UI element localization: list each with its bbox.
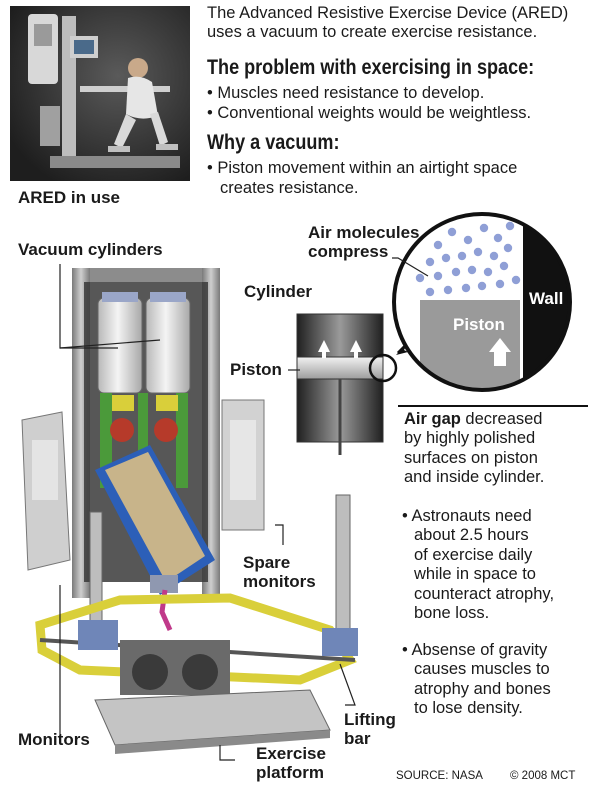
air-molecule <box>483 267 493 277</box>
label-air-molecules: Air molecules compress <box>308 223 420 262</box>
ared-photo-illustration <box>10 6 190 181</box>
air-molecule <box>511 275 521 285</box>
air-molecule <box>489 251 499 261</box>
fact-astronauts: • Astronauts need about 2.5 hours of exe… <box>402 507 555 623</box>
air-molecule <box>443 285 453 295</box>
device-base <box>35 494 358 695</box>
label-piston-detail: Piston <box>453 315 505 334</box>
monitor-left <box>21 411 71 571</box>
problem-heading: The problem with exercising in space: <box>207 56 535 79</box>
vacuum-heading: Why a vacuum: <box>207 131 340 154</box>
label-vacuum-cylinders: Vacuum cylinders <box>18 240 163 259</box>
air-molecule <box>451 267 461 277</box>
zoom-circle <box>368 353 398 383</box>
vacuum-bullet: • Piston movement within an airtight spa… <box>207 159 518 177</box>
air-molecule <box>433 240 443 250</box>
air-molecule <box>447 227 457 237</box>
label-exercise-platform: Exercise platform <box>256 744 326 783</box>
air-molecule <box>479 223 489 233</box>
label-monitors: Monitors <box>18 730 90 749</box>
leader-lines <box>59 257 429 761</box>
air-molecule <box>505 221 515 231</box>
photo-caption: ARED in use <box>18 188 121 207</box>
divider <box>398 405 588 407</box>
air-gap-detail <box>392 212 572 392</box>
cylinder-diagram <box>296 313 410 455</box>
problem-bullet-1: • Muscles need resistance to develop. <box>207 84 485 102</box>
air-molecule <box>493 233 503 243</box>
vacuum-cylinder-right <box>145 292 191 394</box>
air-molecules <box>415 221 521 297</box>
copyright: © 2008 MCT <box>510 770 576 782</box>
air-molecule <box>503 243 513 253</box>
air-molecule <box>433 271 443 281</box>
arrow-up-icon <box>350 340 362 352</box>
air-molecule <box>425 257 435 267</box>
air-molecule <box>477 281 487 291</box>
air-molecule <box>425 287 435 297</box>
intro-text: The Advanced Resistive Exercise Device (… <box>207 4 569 42</box>
air-gap-text: Air gap decreased by highly polished sur… <box>404 410 545 487</box>
air-molecule <box>441 253 451 263</box>
vacuum-bullet-cont: creates resistance. <box>220 179 359 197</box>
problem-bullet-2: • Conventional weights would be weightle… <box>207 104 532 122</box>
label-wall: Wall <box>529 289 564 308</box>
air-molecule <box>461 283 471 293</box>
air-molecule <box>499 261 509 271</box>
spare-monitor <box>221 399 265 531</box>
label-spare-monitors: Spare monitors <box>243 553 316 592</box>
ared-photo <box>10 6 190 181</box>
air-molecule <box>495 279 505 289</box>
air-molecule <box>473 247 483 257</box>
fact-gravity: • Absense of gravity causes muscles to a… <box>402 641 551 718</box>
label-cylinder: Cylinder <box>244 282 313 301</box>
air-molecule <box>467 265 477 275</box>
source-credit: SOURCE: NASA <box>396 770 483 782</box>
arrow-up-icon <box>318 340 330 352</box>
air-molecule <box>457 251 467 261</box>
arrow-up-icon <box>489 338 511 352</box>
label-piston: Piston <box>230 360 282 379</box>
label-lifting-bar: Lifting bar <box>344 710 396 749</box>
air-molecule <box>463 235 473 245</box>
exercise-platform <box>94 689 331 754</box>
air-molecule <box>415 273 425 283</box>
